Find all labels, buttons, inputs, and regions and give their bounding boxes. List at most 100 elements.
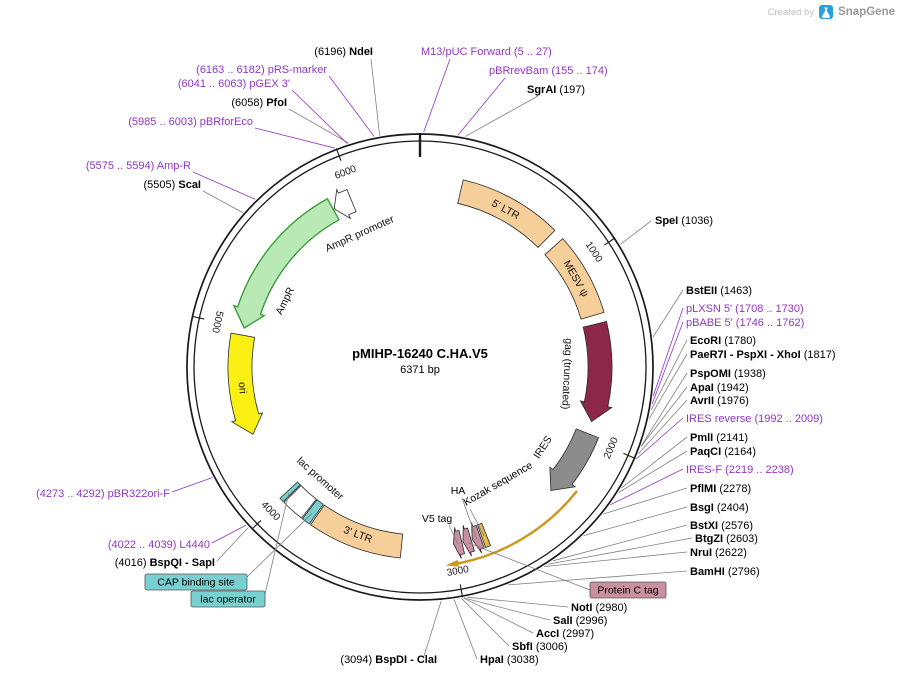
label-pbabe-5: pBABE 5' (1746 .. 1762) <box>686 317 804 329</box>
feature-lac-operator <box>279 481 301 503</box>
label-ndei: (6196) NdeI <box>314 46 373 58</box>
leader-sbfi <box>461 598 510 647</box>
leader-pbrforeco <box>254 127 335 149</box>
feature-lac-promoter <box>283 484 317 519</box>
label-bsteii: BstEII (1463) <box>686 285 752 297</box>
leader-apai <box>640 386 688 447</box>
label-pgex-3: (6041 .. 6063) pGEX 3' <box>178 78 290 90</box>
feature-label-ampr: AmpR <box>273 285 297 317</box>
label-ha-label: HA <box>451 485 466 497</box>
leader-scai <box>202 190 244 213</box>
label-pspomi: PspOMI (1938) <box>690 368 766 380</box>
leader-ires-f <box>610 468 684 506</box>
label-bsgi: BsgI (2404) <box>690 502 749 514</box>
tick-1000 <box>603 237 616 246</box>
leader-bstxi <box>552 524 688 562</box>
plasmid-name: pMIHP-16240 C.HA.V5 <box>352 346 488 361</box>
leader-lac-operator-label <box>264 493 290 595</box>
leader-noti <box>467 596 569 608</box>
leader-kozak-label <box>469 508 485 537</box>
label-v5-label: V5 tag <box>422 513 453 525</box>
leader-bspqi-sapi <box>216 527 249 562</box>
tick-label-6000: 6000 <box>333 163 358 181</box>
feature-label-ires: IRES <box>531 434 554 461</box>
label-plxsn-5: pLXSN 5' (1708 .. 1730) <box>686 303 804 315</box>
leader-pbrrevbam <box>457 77 506 136</box>
label-bspqi-sapi: (4016) BspQI - SapI <box>115 557 215 569</box>
feature-orf <box>457 490 579 565</box>
label-sbfi: SbfI (3006) <box>512 641 568 653</box>
leader-nrui <box>543 551 688 568</box>
leader-ecori <box>650 339 688 411</box>
label-pmli: PmlI (2141) <box>690 432 748 444</box>
leader-l4440 <box>211 524 247 544</box>
label-sgrai: SgrAI (197) <box>527 84 585 96</box>
label-prs-marker: (6163 .. 6182) pRS-marker <box>196 64 327 76</box>
tick-label-1000: 1000 <box>583 240 605 265</box>
label-bamhi: BamHI (2796) <box>690 566 760 578</box>
label-lac-operator-label: lac operator <box>200 594 256 606</box>
label-box-lac-operator-label <box>190 590 266 608</box>
leader-paer7i-pspxi-xhoi <box>648 353 688 419</box>
feature-ori <box>227 332 264 435</box>
label-protein-c-tag-label: Protein C tag <box>597 585 658 597</box>
watermark-brand: SnapGene <box>838 6 895 18</box>
leader-plxsn-5 <box>652 307 684 397</box>
tick-5000 <box>191 315 205 320</box>
leader-sgrai <box>465 95 539 137</box>
label-hpai: HpaI (3038) <box>480 654 539 666</box>
leader-bsgi <box>583 506 688 536</box>
label-pflmi: PflMI (2278) <box>690 483 751 495</box>
label-box-protein-c-tag-label <box>589 581 667 599</box>
tick-2000 <box>623 452 636 459</box>
leader-pfoi <box>288 108 349 144</box>
label-amp-r: (5575 .. 5594) Amp-R <box>86 160 191 172</box>
leader-m13-puc-forward <box>423 58 451 133</box>
label-ires-f: IRES-F (2219 .. 2238) <box>686 464 794 476</box>
label-pbrforeco: (5985 .. 6003) pBRforEco <box>128 116 253 128</box>
label-pbrrevbam: pBRrevBam (155 .. 174) <box>489 65 608 77</box>
label-paqci: PaqCI (2164) <box>690 446 756 458</box>
label-box-cap-binding-site-label <box>144 573 248 591</box>
label-spei: SpeI (1036) <box>655 215 713 227</box>
feature-orf-arrowhead <box>445 559 459 567</box>
feature-mesv-psi <box>544 238 605 320</box>
label-apai: ApaI (1942) <box>690 382 749 394</box>
leader-amp-r <box>192 171 256 200</box>
label-bstxi: BstXI (2576) <box>690 520 753 532</box>
leader-ha-label <box>461 497 477 540</box>
watermark-created-by: Created by <box>767 6 815 18</box>
leader-cap-binding-site-label <box>246 513 313 578</box>
leader-bspdi-clai <box>423 600 442 657</box>
label-noti: NotI (2980) <box>571 602 627 614</box>
feature-five-ltr <box>457 179 556 249</box>
label-l4440: (4022 .. 4039) L4440 <box>108 539 210 551</box>
leader-bamhi <box>508 570 688 586</box>
label-bspdi-clai: (3094) BspDI - ClaI <box>340 654 437 666</box>
tick-label-5000: 5000 <box>209 310 225 335</box>
leader-pbr322ori-f <box>171 477 213 493</box>
plasmid-size: 6371 bp <box>400 364 440 376</box>
label-avrii: AvrII (1976) <box>690 395 749 407</box>
watermark: Created by SnapGene <box>768 5 895 19</box>
feature-ampr <box>232 197 340 329</box>
feature-gag-truncated <box>579 320 613 423</box>
leader-paqci <box>618 450 688 493</box>
feature-label-gag-truncated: gag (truncated) <box>559 338 574 410</box>
leader-pflmi <box>603 487 688 515</box>
leader-v5-label <box>448 524 459 545</box>
label-cap-binding-site-label: CAP binding site <box>157 577 235 589</box>
plasmid-title-block: pMIHP-16240 C.HA.V5 6371 bp <box>352 346 488 376</box>
tick-label-4000: 4000 <box>259 500 283 524</box>
leader-pbabe-5 <box>651 321 684 405</box>
leader-avrii <box>638 399 688 454</box>
feature-ires <box>549 428 600 492</box>
label-nrui: NruI (2622) <box>690 547 747 559</box>
tick-3000 <box>459 584 464 598</box>
feature-protein-c-tag <box>462 525 475 557</box>
label-paer7i-pspxi-xhoi: PaeR7I - PspXI - XhoI (1817) <box>690 349 836 361</box>
leader-pgex-3 <box>291 89 348 144</box>
leader-hpai <box>453 599 478 660</box>
label-sali: SalI (2996) <box>553 615 607 627</box>
